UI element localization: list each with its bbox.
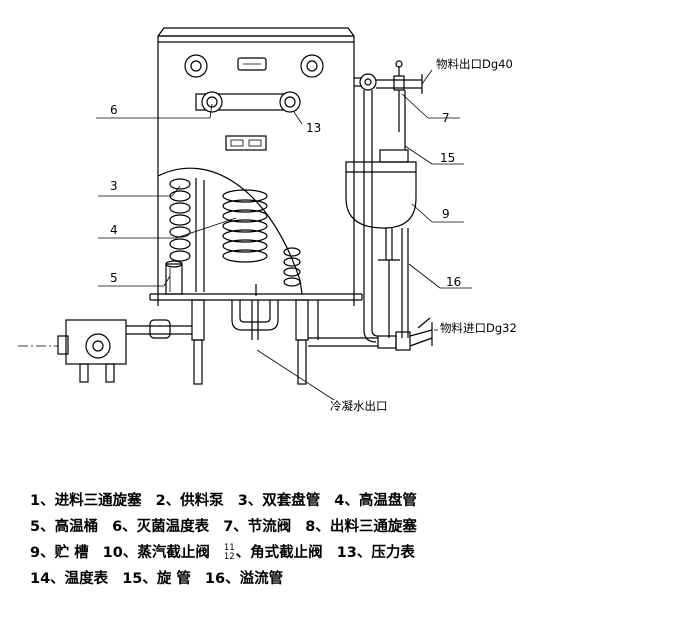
label-15: 15	[440, 151, 455, 165]
inlet-valve	[377, 317, 433, 351]
label-4: 4	[110, 223, 118, 237]
name-plate-top	[237, 57, 267, 71]
name-plate	[225, 135, 267, 151]
legend-item: 15、旋 管	[122, 571, 191, 587]
fraction-top: 11	[223, 543, 235, 553]
legend: 1、进料三通旋塞 2、供料泵 3、双套盘管 4、高温盘管 5、高温桶 6、灭菌温度表 7、…	[30, 488, 670, 592]
legend-item-text: 、角式截止阀	[235, 545, 323, 561]
label-13: 13	[306, 121, 321, 135]
legend-item: 8、出料三通旋塞	[305, 519, 417, 535]
legend-item: 3、双套盘管	[237, 493, 321, 509]
condensate-label: 冷凝水出口	[330, 399, 388, 413]
legend-item: 2、供料泵	[155, 493, 224, 509]
right-coil	[283, 247, 301, 287]
double-jacket-coil	[169, 178, 205, 292]
label-16: 16	[446, 275, 461, 289]
bottom-piping	[126, 299, 378, 385]
legend-line-2: 5、高温桶 6、灭菌温度表 7、节流阀 8、出料三通旋塞	[30, 514, 670, 540]
legend-item: 7、节流阀	[223, 519, 292, 535]
gauge-top-left	[184, 54, 208, 78]
legend-item: 4、高温盘管	[334, 493, 417, 509]
legend-item: 10、蒸汽截止阀	[102, 545, 210, 561]
legend-item: 14、温度表	[30, 571, 109, 587]
part-labels: 6 3 4 5 13 7 15 9 16 物料出口Dg40 物料进口Dg32 冷…	[110, 57, 517, 413]
storage-tank	[345, 149, 417, 338]
label-7: 7	[442, 111, 450, 125]
legend-item: 5、高温桶	[30, 519, 99, 535]
legend-line-4: 14、温度表 15、旋 管 16、溢流管	[30, 566, 670, 592]
inlet-label: 物料进口Dg32	[440, 321, 517, 335]
fraction-bottom: 12	[223, 552, 235, 562]
label-3: 3	[110, 179, 118, 193]
legend-item: 6、灭菌温度表	[112, 519, 210, 535]
cutaway-line	[157, 167, 303, 295]
label-5: 5	[110, 271, 118, 285]
label-6: 6	[110, 103, 118, 117]
legend-item: 9、贮 槽	[30, 545, 89, 561]
sterilizer-diagram: 6 3 4 5 13 7 15 9 16 物料出口Dg40 物料进口Dg32 冷…	[18, 27, 517, 413]
legend-line-1: 1、进料三通旋塞 2、供料泵 3、双套盘管 4、高温盘管	[30, 488, 670, 514]
legend-item: 1、进料三通旋塞	[30, 493, 142, 509]
high-temperature-coil	[222, 189, 268, 263]
feed-pump	[18, 319, 127, 383]
sterilization-thermometer	[195, 91, 301, 113]
legend-item: 16、溢流管	[204, 571, 284, 587]
outlet-label: 物料出口Dg40	[436, 57, 513, 71]
high-temperature-barrel	[165, 260, 183, 295]
label-9: 9	[442, 207, 450, 221]
leader-lines	[96, 69, 472, 401]
legend-item: 13、压力表	[336, 545, 415, 561]
outlet-piping	[354, 60, 423, 343]
gauge-top-right	[300, 54, 324, 78]
